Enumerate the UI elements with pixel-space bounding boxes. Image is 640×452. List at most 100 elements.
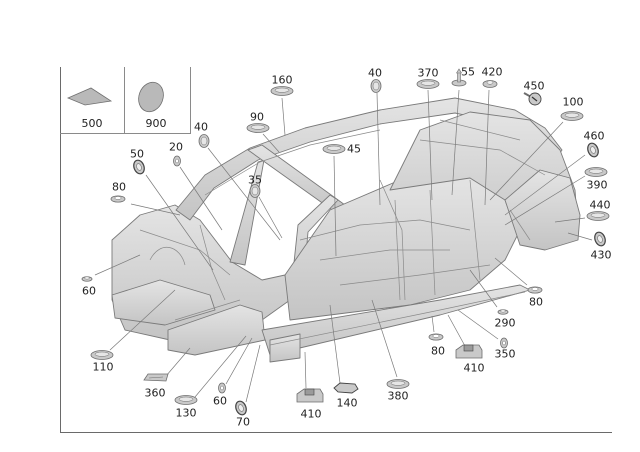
leader-line [207,147,281,241]
leader-line [145,174,214,271]
callout-label: 350 [494,347,516,361]
leader-line [504,175,586,226]
legend-label-500: 500 [81,117,103,130]
callout-label: 20 [169,140,183,154]
pin-clip-icon [451,68,467,87]
leader-line [447,314,466,347]
leader-line [262,133,280,153]
small-grommet-icon [218,382,226,394]
ring-grommet-icon [587,142,599,158]
leader-line [194,335,247,398]
legend-shapes [66,81,164,113]
callout-label: 80 [431,344,445,358]
callout-label: 100 [562,95,584,109]
leader-line [179,166,223,231]
oval-plug-icon [322,144,346,154]
leader-line [333,155,337,257]
leader-line [281,97,286,136]
leader-line [130,203,181,216]
leader-line [109,289,176,351]
oval-plug-icon [586,211,610,221]
round-plug-icon [249,184,261,198]
leader-line [225,337,253,385]
callout-label: 70 [236,415,250,429]
washer-clip-icon [428,333,444,341]
frame-left-border [60,67,61,433]
body-detail-lines [139,119,546,346]
leader-line [489,121,564,201]
leader-line [245,344,261,403]
callout-label: 50 [130,147,144,161]
callout-label: 80 [529,295,543,309]
small-grommet-icon [500,337,508,349]
callout-label: 110 [92,360,114,374]
callout-label: 450 [523,79,545,93]
leader-line [304,351,307,389]
small-washer-icon [81,276,93,282]
callout-label: 35 [248,173,262,187]
connector-block-icon [296,388,324,403]
callout-label: 140 [336,396,358,410]
bolt-clip-icon [523,92,542,106]
callout-label: 410 [463,361,485,375]
callout-label: 430 [590,248,612,262]
small-grommet-icon [173,155,181,167]
callout-label: 40 [368,66,382,80]
oval-plug-icon [270,86,294,96]
leader-line [431,315,435,333]
callout-label: 40 [194,120,208,134]
flat-sheet-icon [66,87,113,106]
oval-plug-icon [386,379,410,389]
callout-label: 440 [589,198,611,212]
round-plug-icon [370,79,382,93]
legend-box: 500 900 [60,67,191,134]
leader-line [258,196,283,239]
ring-grommet-icon [133,159,145,175]
flat-pad-icon [333,382,359,394]
ring-grommet-icon [235,400,247,416]
callout-label: 80 [112,180,126,194]
frame-bottom-border [60,432,612,433]
leader-line [484,89,490,206]
leader-line [457,309,499,340]
callout-label: 420 [481,65,503,79]
callout-label: 290 [494,316,516,330]
oval-plug-icon [584,167,608,177]
ring-grommet-icon [594,231,606,247]
callout-label: 160 [271,73,293,87]
leader-line [94,254,141,276]
leader-line [567,232,593,241]
callout-label: 60 [213,394,227,408]
callout-label: 360 [144,386,166,400]
oval-plug-icon [416,79,440,89]
rect-pad-icon [143,373,169,382]
callout-label: 45 [347,142,361,156]
leader-line [329,304,341,384]
callout-label: 90 [250,110,264,124]
leader-line [427,89,433,201]
connector-block-icon [455,344,483,359]
oval-plug-icon [246,123,270,133]
grommet-icon [482,80,498,88]
washer-clip-icon [110,195,126,203]
callout-label: 460 [583,129,605,143]
callout-label: 370 [417,66,439,80]
callout-label: 55 [461,65,475,79]
callout-label: 380 [387,389,409,403]
oval-disc-icon [138,81,164,113]
leader-line [469,269,498,308]
leader-line [165,347,191,377]
leader-line [504,154,586,216]
legend-label-900: 900 [145,117,167,130]
callout-label: 410 [300,407,322,421]
leader-line [554,217,586,223]
washer-clip-icon [527,286,543,294]
oval-plug-icon [560,111,584,121]
leader-lines [94,89,593,403]
callout-label: 130 [175,406,197,420]
leader-line [371,299,398,378]
callout-label: 60 [82,284,96,298]
oval-plug-icon [90,350,114,360]
